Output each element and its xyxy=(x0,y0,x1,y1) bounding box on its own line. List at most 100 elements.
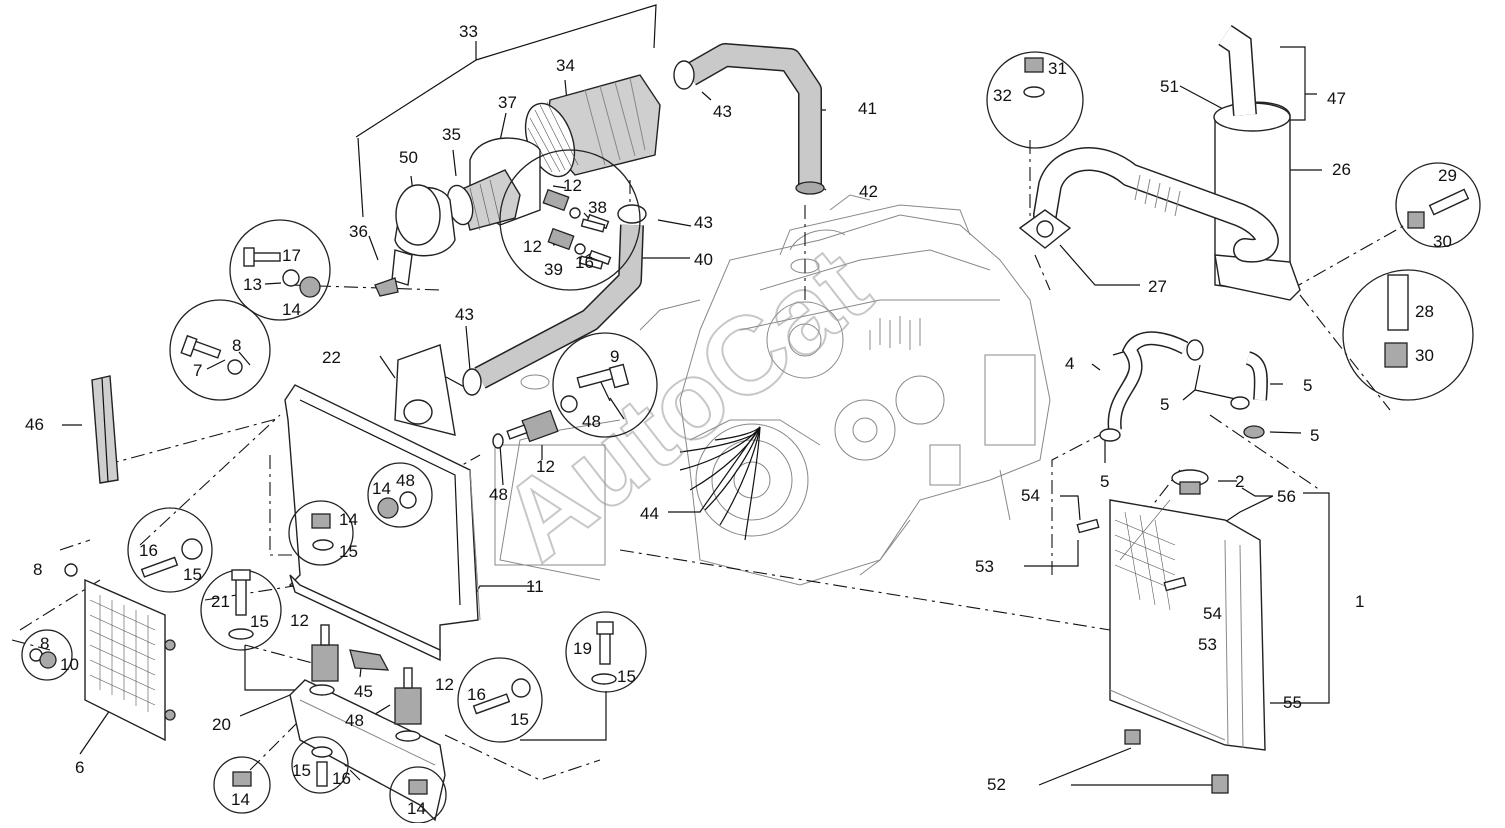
callout-27: 27 xyxy=(1148,277,1167,296)
callout-52: 52 xyxy=(987,775,1006,794)
callout-39: 39 xyxy=(544,260,563,279)
lower-plate xyxy=(289,574,441,662)
callout-15: 15 xyxy=(510,710,529,729)
callout-16: 16 xyxy=(332,769,351,788)
callout-14: 14 xyxy=(339,510,358,529)
tailpipe-47 xyxy=(1218,25,1257,116)
callout-15: 15 xyxy=(339,542,358,561)
radiator-55 xyxy=(1109,469,1266,794)
callout-14: 14 xyxy=(231,790,250,809)
callout-38: 38 xyxy=(588,198,607,217)
callout-12: 12 xyxy=(523,237,542,256)
coolant-hoses xyxy=(1099,331,1268,442)
callout-12: 12 xyxy=(290,611,309,630)
callout-35: 35 xyxy=(442,125,461,144)
engine-block xyxy=(494,194,1051,586)
watermark-text: AutoCat xyxy=(479,224,892,584)
callout-6: 6 xyxy=(75,758,84,777)
callout-5: 5 xyxy=(1160,395,1169,414)
callout-2: 2 xyxy=(1235,472,1244,491)
exhaust-pipe xyxy=(1033,147,1279,263)
callout-53: 53 xyxy=(1198,635,1217,654)
callout-45: 45 xyxy=(354,682,373,701)
air-filter-assembly xyxy=(374,74,661,297)
callout-43: 43 xyxy=(713,102,732,121)
callout-17: 17 xyxy=(282,246,301,265)
callout-54: 54 xyxy=(1203,604,1222,623)
callout-labels: 1 2 4 5 5 5 5 6 7 8 8 8 9 10 11 12 12 12… xyxy=(25,22,1457,818)
seal-strip-46 xyxy=(91,375,119,484)
callout-14: 14 xyxy=(282,300,301,319)
callout-28: 28 xyxy=(1415,302,1434,321)
callout-26: 26 xyxy=(1332,160,1351,179)
callout-8: 8 xyxy=(232,336,241,355)
callout-41: 41 xyxy=(858,99,877,118)
callout-15: 15 xyxy=(292,761,311,780)
callout-22: 22 xyxy=(322,348,341,367)
callout-40: 40 xyxy=(694,250,713,269)
callout-12: 12 xyxy=(435,675,454,694)
callout-55: 55 xyxy=(1283,693,1302,712)
callout-1: 1 xyxy=(1355,592,1364,611)
callout-56: 56 xyxy=(1277,487,1296,506)
callout-8: 8 xyxy=(33,560,42,579)
callout-13: 13 xyxy=(243,275,262,294)
callout-5: 5 xyxy=(1303,376,1312,395)
callout-16: 16 xyxy=(575,253,594,272)
gasket-27 xyxy=(1018,209,1072,249)
callout-15: 15 xyxy=(250,612,269,631)
oil-cooler-6 xyxy=(84,578,176,742)
watermark: AutoCat xyxy=(478,223,893,585)
callout-16: 16 xyxy=(467,685,486,704)
callout-7: 7 xyxy=(193,361,202,380)
callout-9: 9 xyxy=(610,347,619,366)
callout-42: 42 xyxy=(859,182,878,201)
callout-51: 51 xyxy=(1160,77,1179,96)
callout-48: 48 xyxy=(345,711,364,730)
callout-48: 48 xyxy=(582,412,601,431)
callout-54: 54 xyxy=(1021,486,1040,505)
callout-19: 19 xyxy=(573,639,592,658)
callout-47: 47 xyxy=(1327,89,1346,108)
callout-50: 50 xyxy=(399,148,418,167)
callout-14: 14 xyxy=(407,799,426,818)
callout-43: 43 xyxy=(455,305,474,324)
callout-36: 36 xyxy=(349,222,368,241)
callout-10: 10 xyxy=(60,655,79,674)
callout-8: 8 xyxy=(40,634,49,653)
callout-53: 53 xyxy=(975,557,994,576)
callout-12: 12 xyxy=(536,457,555,476)
callout-15: 15 xyxy=(183,565,202,584)
callout-5: 5 xyxy=(1310,426,1319,445)
detail-circles xyxy=(21,51,1481,824)
callout-34: 34 xyxy=(556,56,575,75)
bracket-22 xyxy=(394,344,456,436)
rubber-mounts-12 xyxy=(309,409,559,742)
callout-12: 12 xyxy=(563,176,582,195)
callout-48: 48 xyxy=(396,471,415,490)
hardware xyxy=(29,57,1470,795)
callout-4: 4 xyxy=(1065,354,1074,373)
intake-hoses xyxy=(462,43,825,396)
callout-11: 11 xyxy=(526,577,544,596)
callout-31: 31 xyxy=(1048,59,1067,78)
callout-48: 48 xyxy=(489,485,508,504)
callout-33: 33 xyxy=(459,22,478,41)
callout-5: 5 xyxy=(1100,472,1109,491)
callout-21: 21 xyxy=(211,592,230,611)
callout-29: 29 xyxy=(1438,166,1457,185)
callout-20: 20 xyxy=(212,715,231,734)
callout-46: 46 xyxy=(25,415,44,434)
callout-32: 32 xyxy=(993,86,1012,105)
callout-30: 30 xyxy=(1433,232,1452,251)
callout-16: 16 xyxy=(139,541,158,560)
callout-44: 44 xyxy=(640,504,659,523)
callout-14: 14 xyxy=(372,479,391,498)
strip-45 xyxy=(349,649,390,671)
callout-43: 43 xyxy=(694,213,713,232)
callout-15: 15 xyxy=(617,667,636,686)
callout-37: 37 xyxy=(498,93,517,112)
callout-30: 30 xyxy=(1415,346,1434,365)
